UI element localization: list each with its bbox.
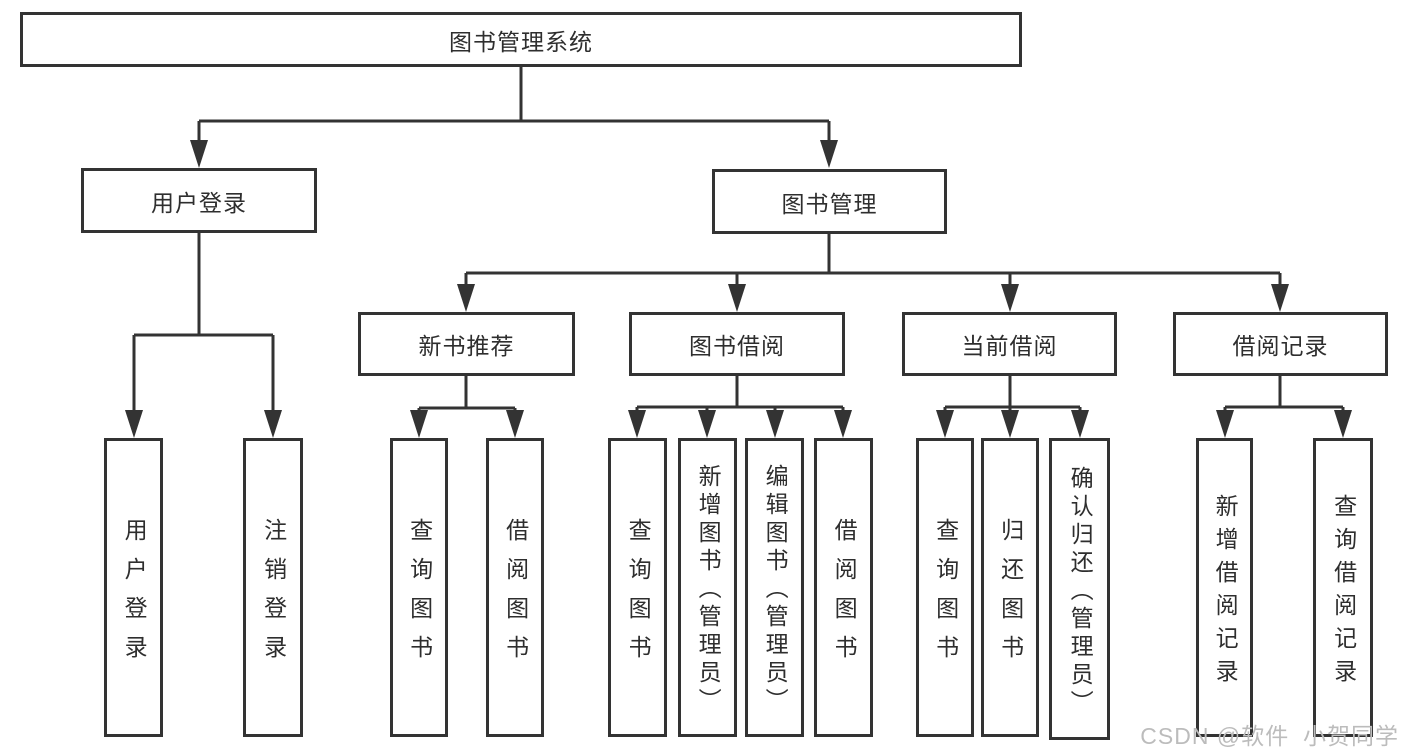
node-current-borrow-label: 当前借阅 [961,333,1058,359]
leaf-add-book-admin: 新增图书（管理员） [678,438,737,737]
node-book-borrow: 图书借阅 [629,312,845,376]
leaf-query-books-current: 查询图书 [916,438,974,737]
leaf-query-borrow-record-label: 查询借阅记录 [1330,493,1357,692]
connector-user-login-to-leaves [125,232,282,438]
leaf-return-books-label: 归还图书 [997,517,1024,674]
node-book-management-label: 图书管理 [781,190,878,217]
connector-root-to-level2 [190,67,838,168]
node-root-library-management-system: 图书管理系统 [20,12,1022,67]
leaf-user-login-label: 用户登录 [121,517,148,674]
leaf-return-books: 归还图书 [981,438,1039,737]
node-current-borrow: 当前借阅 [902,312,1117,376]
leaf-query-books-recommend-label: 查询图书 [406,517,433,674]
node-book-management: 图书管理 [712,169,947,234]
leaf-query-books-current-label: 查询图书 [932,517,959,674]
leaf-query-books-recommend: 查询图书 [390,438,448,737]
connector-book-mgmt-to-level3 [457,234,1289,312]
leaf-borrow-books-recommend-label: 借阅图书 [502,517,529,674]
node-new-book-recommend-label: 新书推荐 [418,333,515,359]
leaf-user-login: 用户登录 [104,438,163,737]
leaf-edit-book-admin-label: 编辑图书（管理员） [762,464,789,716]
leaf-confirm-return-admin-label: 确认归还（管理员） [1067,465,1094,718]
leaf-borrow-books-borrow-label: 借阅图书 [831,517,858,674]
leaf-borrow-books-recommend: 借阅图书 [486,438,544,737]
node-user-login: 用户登录 [81,168,317,233]
connector-new-book-rec-to-leaves [410,376,524,438]
leaf-borrow-books-borrow: 借阅图书 [814,438,873,737]
leaf-logout-login: 注销登录 [243,438,303,737]
connector-borrow-records-to-leaves [1216,376,1352,438]
node-borrow-records: 借阅记录 [1173,312,1388,376]
node-root-label: 图书管理系统 [449,28,593,55]
connector-current-borrow-to-leaves [936,375,1089,438]
csdn-watermark: CSDN @软件_小贺同学 [1140,723,1399,747]
node-book-borrow-label: 图书借阅 [689,333,785,359]
leaf-confirm-return-admin: 确认归还（管理员） [1049,438,1110,740]
leaf-logout-login-label: 注销登录 [260,517,287,674]
node-user-login-label: 用户登录 [151,189,247,216]
node-borrow-records-label: 借阅记录 [1232,333,1329,359]
leaf-query-books-borrow-label: 查询图书 [625,517,652,674]
leaf-query-books-borrow: 查询图书 [608,438,667,737]
leaf-add-borrow-record-label: 新增借阅记录 [1212,493,1239,692]
leaf-query-borrow-record: 查询借阅记录 [1313,438,1373,737]
node-new-book-recommend: 新书推荐 [358,312,575,376]
leaf-add-borrow-record: 新增借阅记录 [1196,438,1253,737]
leaf-edit-book-admin: 编辑图书（管理员） [745,438,804,737]
leaf-add-book-admin-label: 新增图书（管理员） [695,464,722,716]
connector-book-borrow-to-leaves [628,376,852,438]
